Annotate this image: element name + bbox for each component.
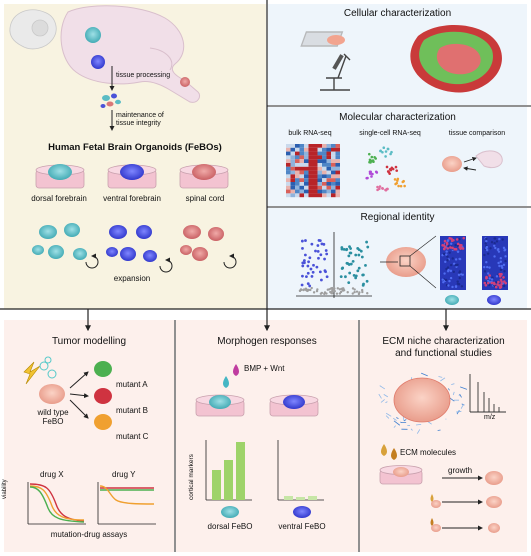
step-maintenance-label: maintenance of tissue integrity (116, 112, 164, 127)
method-bulk-label: bulk RNA-seq (288, 130, 332, 137)
organoids-title: Human Fetal Brain Organoids (FeBOs) (48, 142, 222, 153)
ventral-febo-label: ventral FeBO (278, 522, 326, 531)
mass-spec-icon (469, 374, 506, 413)
ecm-panel (360, 320, 527, 552)
mini-dorsal-icon (445, 295, 459, 305)
mutant-c-label: mutant C (116, 432, 149, 441)
drug-y-label: drug Y (112, 470, 136, 479)
ventral-bar-3 (308, 496, 317, 500)
step-tissue-processing-label: tissue processing (116, 72, 171, 79)
bulk-heatmap-icon (286, 144, 340, 198)
morphogen-panel (176, 320, 358, 552)
tumor-panel (4, 320, 174, 552)
morphogen-dish-ventral-icon (269, 394, 319, 417)
ventral-bar-1 (284, 496, 293, 500)
region-ventral-label: ventral forebrain (103, 194, 161, 203)
dorsal-bar-2 (224, 460, 233, 500)
staining-column-dorsal-icon (440, 236, 466, 290)
tumor-title: Tumor modelling (51, 336, 127, 347)
fetal-head-outline-icon (9, 9, 57, 50)
region-dorsal-label: dorsal forebrain (31, 194, 87, 203)
mutation-drug-caption: mutation-drug assays (50, 530, 128, 539)
dorsal-bar-3 (236, 442, 245, 500)
expansion-label: expansion (113, 274, 151, 283)
dish-dorsal-icon (35, 164, 85, 189)
drug-y-curves-icon (97, 482, 156, 525)
mini-ventral-icon (487, 295, 501, 305)
mutant-c-icon (94, 414, 112, 430)
cellular-title: Cellular characterization (343, 8, 452, 19)
region-spinal-label: spinal cord (185, 194, 225, 203)
lightning-icon (23, 361, 41, 385)
tissue-section-icon (410, 24, 502, 93)
mutant-a-label: mutant A (116, 380, 148, 389)
volcano-plot-icon (296, 232, 372, 298)
dorsal-febo-label: dorsal FeBO (207, 522, 253, 531)
drug-x-curves-icon (27, 482, 86, 525)
branch-arrows (85, 309, 449, 332)
dish-ventral-icon (107, 164, 157, 189)
ventral-febo-icon (293, 506, 311, 518)
bmp-wnt-droplets-icon (223, 364, 239, 388)
wild-type-label: wild type FeBO (37, 408, 69, 426)
virus-particles-icon (39, 356, 57, 379)
dish-spinal-icon (179, 164, 229, 189)
wild-type-organoid-icon (39, 384, 65, 404)
mutant-b-icon (94, 388, 112, 404)
molecular-title: Molecular characterization (339, 112, 456, 123)
microscope-icon (300, 31, 351, 91)
single-cell-umap-icon (365, 146, 406, 192)
ecm-molecules-label: ECM molecules (400, 448, 457, 457)
ecm-niche-icon (378, 372, 468, 434)
ecm-dish-icon (379, 465, 423, 485)
mutant-b-label: mutant B (116, 406, 149, 415)
tissue-comparison-icon (442, 150, 503, 172)
morphogen-title: Morphogen responses (217, 336, 317, 347)
growth-label: growth (448, 466, 473, 475)
ecm-organoid-icon (393, 377, 451, 423)
drug-x-label: drug X (40, 470, 64, 479)
ventral-bar-2 (296, 497, 305, 500)
bmp-wnt-label: BMP + Wnt (244, 364, 285, 373)
expansion-spinal-icon (180, 225, 224, 261)
cortical-markers-label: cortical markers (188, 454, 195, 500)
regional-zoom-icon (380, 235, 437, 289)
staining-column-ventral-icon (482, 236, 508, 290)
ecm-title: ECM niche characterization and functiona… (382, 336, 505, 359)
morphogen-dish-dorsal-icon (195, 394, 245, 417)
fetal-brain-icon (60, 5, 201, 103)
viability-label: viability (2, 479, 8, 499)
regional-title: Regional identity (360, 212, 435, 223)
mz-label: m/z (484, 414, 496, 421)
method-sc-label: single-cell RNA-seq (359, 130, 421, 137)
expansion-dorsal-icon (32, 223, 87, 260)
mutant-a-icon (94, 361, 112, 377)
expansion-cycle-icon (85, 253, 237, 273)
dorsal-febo-icon (221, 506, 239, 518)
growth-arrows-icon (442, 475, 483, 531)
dorsal-bar-1 (212, 470, 221, 500)
ecm-droplets-icon (381, 444, 397, 460)
tissue-pieces-icon (100, 93, 121, 108)
cortical-markers-chart (205, 440, 324, 501)
method-tissue-label: tissue comparison (448, 130, 506, 137)
expansion-ventral-icon (106, 225, 157, 262)
growth-rows-icon (430, 471, 503, 533)
